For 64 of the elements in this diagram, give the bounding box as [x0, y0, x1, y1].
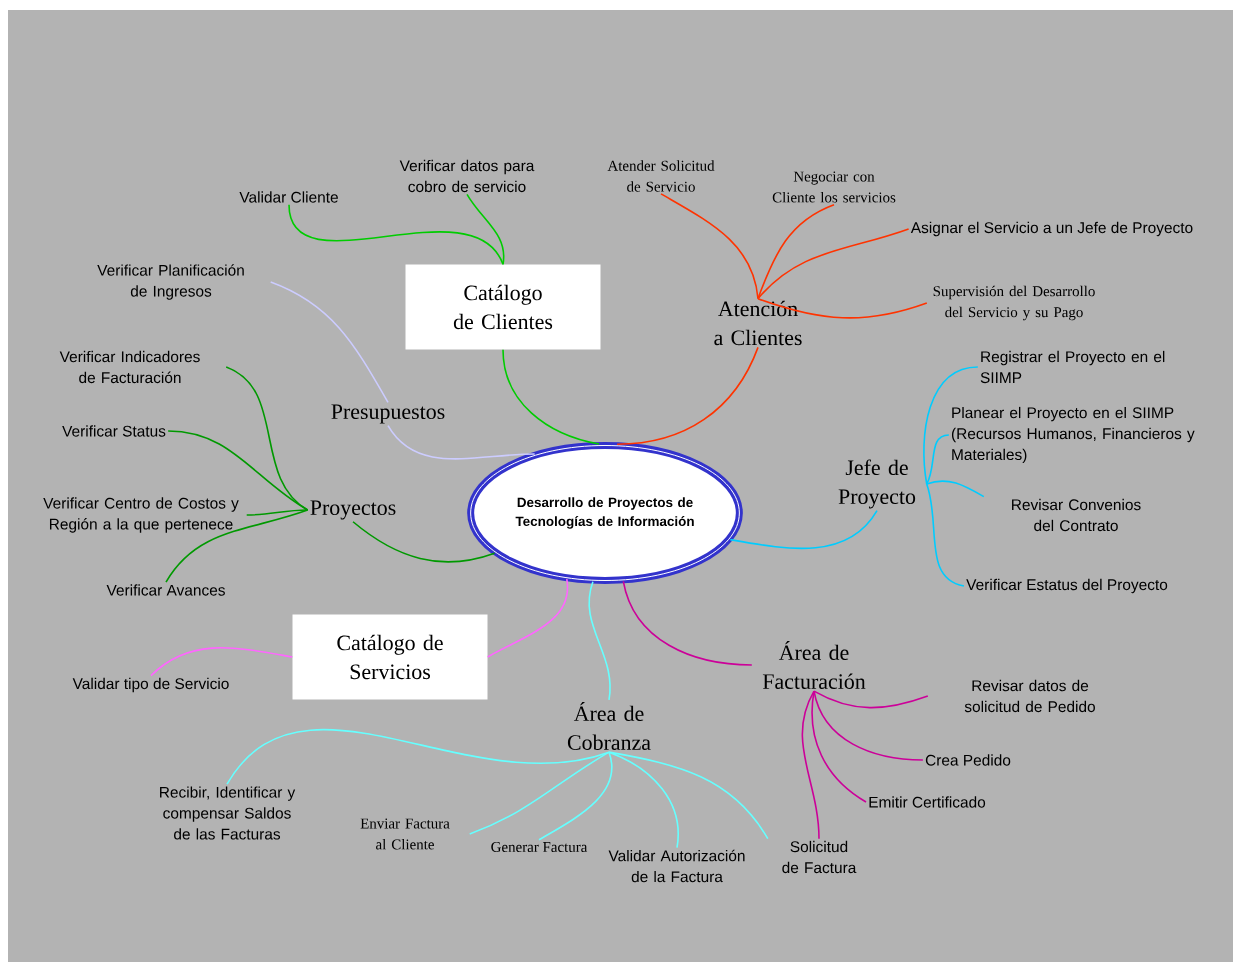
branch-line [468, 751, 610, 835]
branch-line [538, 751, 613, 841]
branch-line [923, 366, 979, 485]
branch-line [757, 228, 910, 300]
branch-line [925, 434, 950, 485]
task-label: Validar Cliente [239, 191, 338, 203]
task-label: Verificar datos para cobro de servicio [399, 159, 535, 193]
branch-line [352, 520, 496, 563]
task-label: Revisar Convenios del Contrato [1012, 498, 1141, 532]
task-label: Supervisión del Desarrollo del Servicio y su Pago [933, 285, 1095, 321]
branch-line [622, 580, 753, 666]
topic-label: Área de Facturación [762, 641, 866, 689]
branch-line [245, 509, 309, 516]
topic-label: Presupuestos [331, 404, 445, 424]
task-label: Solicitud de Factura [782, 840, 857, 874]
branch-line [288, 204, 504, 266]
task-label: Verificar Indicadores de Facturación [59, 350, 200, 384]
branch-line [502, 348, 600, 445]
task-label: Recibir, Identificar y compensar Saldos de las Facturas [160, 786, 296, 840]
task-label: Verificar Planificación de Ingresos [97, 264, 244, 300]
topic-label: Área de Cobranza [567, 702, 651, 750]
branch-line [925, 483, 965, 587]
branch-line [660, 193, 759, 300]
branch-line [616, 346, 759, 446]
catalog-box: Catálogo de Clientes [405, 264, 601, 350]
branch-line [167, 430, 309, 511]
topic-label: Atención a Clientes [714, 300, 802, 346]
branch-line [729, 509, 878, 550]
branch-line [801, 690, 820, 840]
task-label: Crea Pedido [925, 754, 1011, 766]
branch-line [466, 193, 505, 266]
task-label: Revisar datos de solicitud de Pedido [964, 679, 1095, 713]
task-label: Planear el Proyecto en el SIIMP (Recursos Humanos, Financieros y Materiales) [951, 406, 1195, 464]
branch-line [813, 690, 924, 761]
task-label: Negociar con Cliente los servicios [772, 171, 896, 203]
branch-line [811, 690, 867, 803]
task-label: Verificar Avances [106, 584, 225, 596]
task-label: Enviar Factura al Cliente [360, 818, 450, 850]
branch-line [387, 424, 536, 460]
branch-line [165, 509, 309, 583]
branch-line [757, 203, 835, 300]
topic-label: Jefe de Proyecto [838, 459, 916, 509]
branch-line [588, 580, 611, 701]
topic-label: Proyectos [310, 500, 396, 520]
branch-line [269, 281, 389, 404]
branch-line [925, 480, 985, 498]
branch-line [150, 647, 294, 677]
task-label: Generar Factura [491, 842, 588, 852]
branch-line [757, 297, 928, 319]
task-label: Verificar Status [62, 425, 166, 437]
branch-line [226, 728, 610, 785]
task-label: Verificar Centro de Costos y Región a la que pertenece [43, 497, 239, 533]
branch-line [813, 690, 929, 709]
branch-line [608, 751, 679, 849]
task-label: Emitir Certificado [869, 796, 986, 808]
task-label: Validar tipo de Servicio [72, 677, 229, 693]
branch-line [608, 751, 769, 840]
task-label: Verificar Estatus del Proyecto [966, 578, 1168, 594]
task-label: Validar Autorización de la Factura [608, 849, 745, 883]
catalog-box: Catálogo de Servicios [292, 614, 488, 700]
task-label: Registrar el Proyecto en el SIIMP [980, 350, 1165, 384]
task-label: Atender Solicitud de Servicio [607, 160, 715, 192]
branch-line [486, 578, 569, 658]
task-label: Asignar el Servicio a un Jefe de Proyecto [910, 221, 1193, 237]
